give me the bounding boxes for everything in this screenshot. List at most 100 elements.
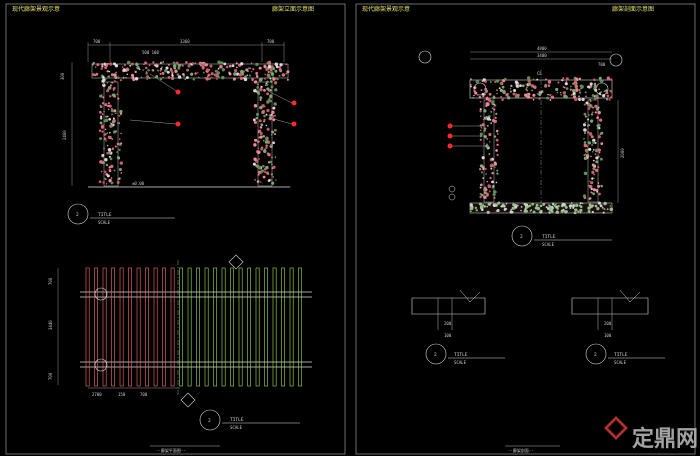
foliage-dot [600,142,604,146]
foliage-dot [526,95,531,99]
foliage-dot [232,77,236,81]
foliage-dot [606,208,609,211]
foliage-dot [119,109,123,114]
foliage-dot [117,97,120,100]
foliage-dot [588,124,591,127]
foliage-dot [480,208,484,212]
foliage-dot [100,67,103,70]
foliage-dot [483,127,487,130]
foliage-dot [270,65,274,69]
foliage-dot [255,116,258,120]
foliage-dot [493,108,496,111]
foliage-dot [267,70,270,74]
elev-dim-main: 3360 [180,39,190,44]
plan-bottom-dim-2: 150 [118,392,126,397]
foliage-dot [157,69,160,72]
foliage-dot [493,196,496,200]
foliage-dot [260,147,263,151]
foliage-dot [473,89,476,93]
foliage-dot [505,203,508,205]
foliage-dot [556,207,559,210]
foliage-dot [267,74,271,78]
foliage-dot [469,206,474,211]
foliage-dot [259,98,262,102]
watermark: 定鼎网 [604,416,698,452]
foliage-dot [259,87,263,92]
foliage-dot [93,61,95,64]
foliage-dot [587,118,590,121]
foliage-dot [125,77,127,79]
foliage-dot [597,110,601,115]
foliage-dot [593,174,595,176]
foliage-dot [102,181,105,184]
foliage-dot [485,97,489,101]
foliage-dot [592,188,597,192]
foliage-dot [259,96,263,100]
foliage-dot [260,123,263,126]
foliage-dot [257,147,260,150]
foliage-dot [496,143,499,146]
foliage-dot [590,113,594,116]
foliage-dot [484,80,487,83]
plan-slat [213,267,218,387]
foliage-dot [274,62,279,67]
foliage-dot [520,205,523,208]
foliage-dot [535,203,539,207]
foliage-dot [480,171,483,174]
foliage-dot [254,138,258,142]
foliage-dot [108,104,112,108]
foliage-dot [113,62,116,66]
foliage-dot [112,93,116,97]
foliage-dot [253,120,258,125]
foliage-dot [106,132,108,134]
foliage-dot [473,86,476,89]
foliage-dot [588,184,593,189]
foliage-dot [597,148,601,152]
foliage-dot [564,82,568,86]
foliage-dot [594,88,598,92]
foliage-dot [100,94,103,96]
foliage-dot [104,158,108,162]
foliage-dot [486,205,488,208]
foliage-dot [527,79,531,83]
foliage-dot [494,116,497,119]
foliage-dot [590,187,593,191]
foliage-dot [583,156,588,161]
foliage-dot [270,69,273,72]
foliage-dot [134,77,139,81]
foliage-dot [266,108,270,113]
foliage-dot [591,151,594,153]
plan-slat [94,267,99,387]
foliage-dot [186,68,190,72]
foliage-dot [159,72,162,75]
foliage-dot [286,70,290,74]
foliage-dot [114,80,117,83]
foliage-dot [253,88,255,91]
foliage-dot [540,211,542,214]
foliage-dot [533,85,537,89]
foliage-dot [258,119,262,123]
foliage-dot [476,93,479,96]
foliage-dot [112,119,116,123]
foliage-dot [265,146,268,150]
foliage-dot [194,72,197,75]
foliage-dot [562,77,565,80]
foliage-dot [526,86,528,89]
foliage-dot [483,109,487,113]
foliage-dot [496,153,499,157]
foliage-dot [213,73,217,77]
foliage-dot [608,98,611,101]
left-footer-label: --廊架平面图-- [156,447,186,453]
foliage-dot [116,180,120,184]
foliage-dot [126,60,131,65]
foliage-dot [493,135,497,138]
foliage-dot [505,207,508,210]
foliage-dot [491,157,494,161]
plan-title-circle [199,409,221,431]
foliage-dot [483,135,487,139]
foliage-dot [129,64,132,67]
foliage-dot [496,209,500,212]
foliage-dot [500,205,503,208]
foliage-dot [166,70,170,74]
foliage-dot [275,179,277,181]
